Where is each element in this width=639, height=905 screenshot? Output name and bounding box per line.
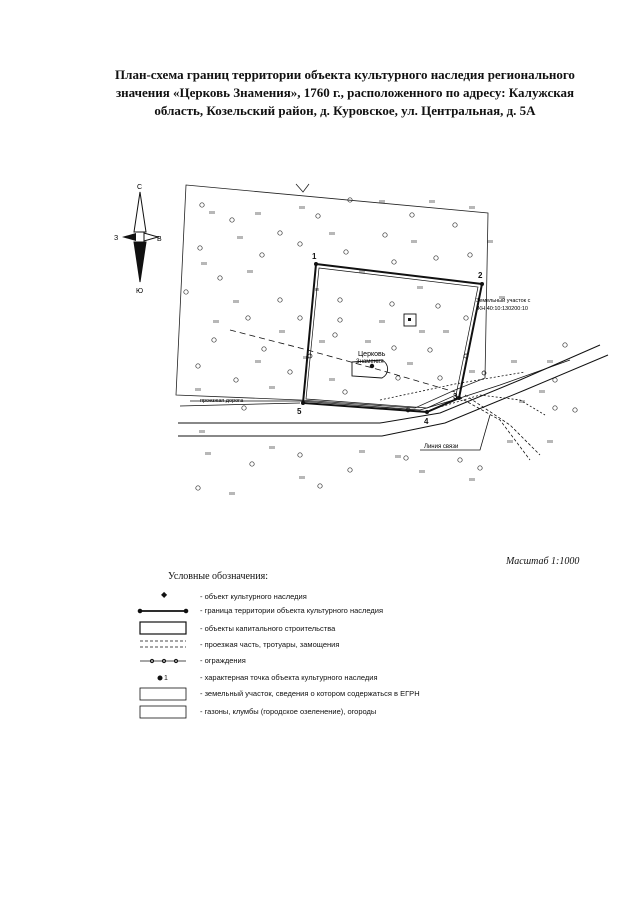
boundary-point-1-label: 1 [312,252,317,261]
legend-item: - граница территории объекта культурного… [140,604,580,620]
legend-heritage-object-symbol: ◆ [161,590,168,599]
legend-item-label: - газоны, клумбы (городское озеленение),… [200,707,377,716]
road-dotted-3 [454,394,531,461]
legend-point-symbol-label: 1 [164,675,168,682]
parcel-label-2: КН 40:10:130200:10 [478,306,528,312]
fence-line [190,359,571,411]
road-dotted-4 [464,394,541,456]
sidewalk-dashed-line [229,329,456,393]
boundary-point-1 [314,262,318,266]
legend-item: - объекты капитального строительства [140,622,580,638]
legend-item: - объект культурного наследия [140,590,580,606]
legend-item-label: - объекты капитального строительства [200,624,336,633]
compass-n-label: С [137,184,142,191]
legend-item-label: - граница территории объекта культурного… [200,606,384,615]
boundary-points: 1 2 3 4 5 [297,252,484,426]
compass-north-arrow [133,191,147,233]
scale-label: Масштаб 1:1000 [506,556,580,567]
legend-fence-post-2 [161,658,167,664]
communication-line [420,414,491,451]
legend-fence-post-3 [173,658,179,664]
legend-title: Условные обозначения: [168,571,269,582]
fence-posts [307,353,487,413]
legend-parcel-symbol [139,687,187,701]
boundary-point-3-label: 3 [453,392,458,401]
lawn-top-notch [295,183,310,193]
compass-e-label: В [157,236,162,243]
vegetation-symbols [183,197,578,495]
compass-east-arrow [143,232,160,242]
boundary-point-2-label: 2 [478,271,483,280]
compass-rose: С Ю З В [114,184,162,295]
legend-boundary-end-right [183,608,189,614]
legend-item: - характерная точка объекта культурного … [140,671,580,687]
road-side-line [179,402,301,407]
heritage-boundary-inner [305,267,479,409]
legend-item-label: - характерная точка объекта культурного … [200,673,378,682]
legend-building-symbol [139,621,187,635]
boundary-point-4-label: 4 [424,417,429,426]
small-structure-inner [408,318,411,321]
compass-w-label: З [114,235,118,242]
legend-fence-post-1 [149,658,155,664]
boundary-point-5 [301,401,305,405]
road-dotted-2 [429,394,546,416]
heritage-boundary [301,262,484,414]
road-dotted-1 [379,371,526,401]
legend-item: - газоны, клумбы (городское озеленение),… [140,705,580,721]
boundary-point-5-label: 5 [297,407,302,416]
legend-point-symbol [157,675,163,681]
lawn-area-outline [175,184,489,409]
church-label-1: Церковь [358,351,386,358]
legend-item: - проезжая часть, тротуары, замощения [140,638,580,654]
parcel-label-1: Земельный участок с [476,297,531,304]
legend-item-label: - ограждения [200,656,246,665]
legend-boundary-end-left [137,608,143,614]
legend-item-label: - проезжая часть, тротуары, замощения [200,640,340,649]
compass-south-arrow [133,241,147,283]
boundary-point-2 [480,282,484,286]
church-label-2: Знамения [356,359,384,365]
legend-item: - земельный участок, сведения о котором … [140,687,580,703]
communication-line-label: Линия связи [424,444,458,450]
road-edge-lower [178,354,609,437]
plan-title: План-схема границ территории объекта кул… [60,66,630,120]
title-line-1: План-схема границ территории объекта кул… [115,67,575,82]
road-edge-upper [178,344,601,424]
legend-lawn-symbol [139,705,187,719]
legend-item-label: - объект культурного наследия [200,592,307,601]
road-label: проезжая дорога [200,398,244,404]
compass-west-arrow [122,233,136,241]
legend-item-label: - земельный участок, сведения о котором … [200,689,420,698]
compass-s-label: Ю [136,288,143,295]
boundary-point-4 [425,410,429,414]
legend-symbols: ◆ 1 [137,590,189,719]
title-line-2: значения «Церковь Знамения», 1760 г., ра… [115,85,575,100]
title-line-3: область, Козельский район, д. Куровское,… [154,103,536,118]
legend-item: - ограждения [140,654,580,670]
